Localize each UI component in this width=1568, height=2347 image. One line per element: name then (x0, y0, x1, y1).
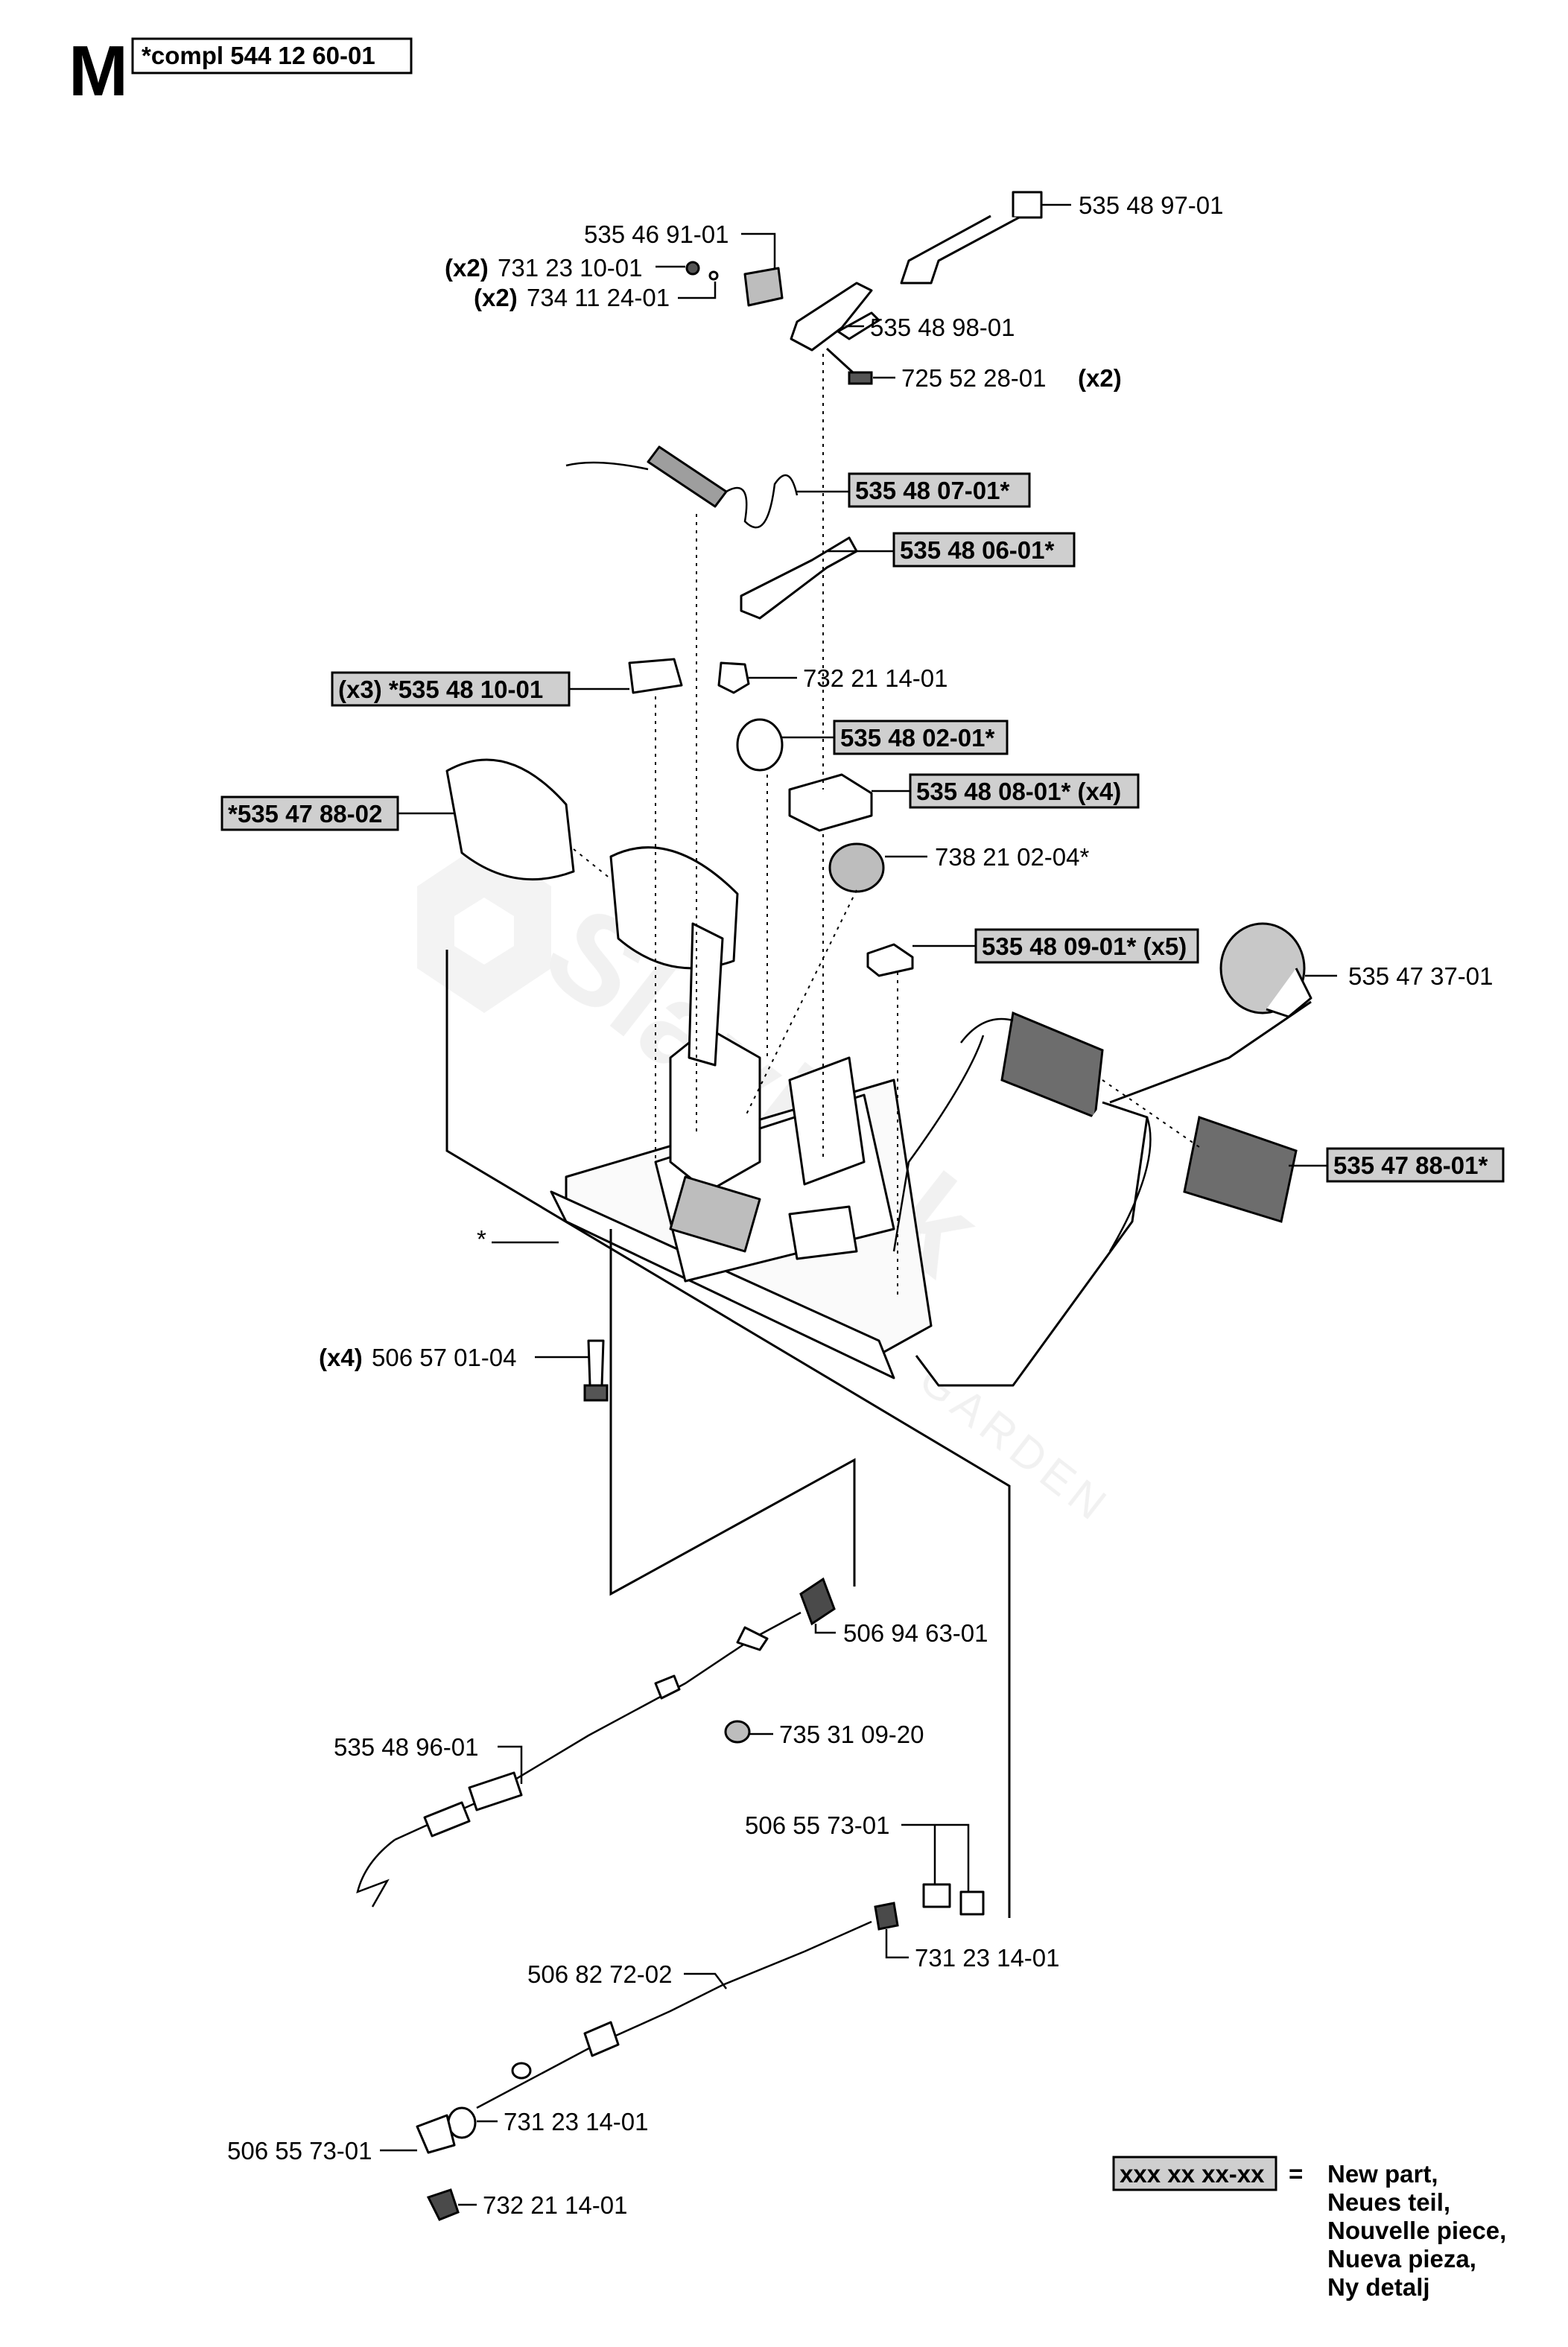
cable-throttle (356, 1577, 836, 1908)
alignment-line-7 (573, 848, 612, 880)
callout-new-part: 535 48 09-01* (x5) (912, 928, 1199, 964)
callout: * (477, 1225, 559, 1253)
callout: 506 94 63-01 (814, 1619, 988, 1647)
callout: 731 23 14-01 (885, 1929, 1060, 1972)
legend-line: Ny detalj (1327, 2273, 1430, 2301)
svg-text:535 48 02-01*: 535 48 02-01* (840, 724, 995, 752)
callout: 535 46 91-01 (584, 220, 776, 268)
assembly-ref-box (131, 37, 413, 74)
assembly-ref: *compl 544 12 60-01 (142, 42, 375, 69)
svg-text:506 82 72-02: 506 82 72-02 (527, 1960, 673, 1988)
callout-new-part: 535 47 88-01* (1289, 1147, 1505, 1183)
callout: 535 48 96-01 (334, 1733, 523, 1784)
svg-text:535 48 07-01*: 535 48 07-01* (855, 477, 1010, 504)
svg-text:*: * (477, 1225, 486, 1253)
knob-part (1219, 922, 1313, 1018)
callout: 725 52 28-01 (x2) (873, 364, 1122, 392)
callout: 732 21 14-01 (458, 2191, 628, 2219)
svg-text:535 46 91-01: 535 46 91-01 (584, 220, 729, 248)
svg-text:535 48 98-01: 535 48 98-01 (870, 314, 1015, 341)
switch-assembly (685, 191, 1043, 385)
watermark-logo-icon (417, 842, 551, 1013)
bolt-part (583, 1339, 609, 1402)
svg-text:*535 47 88-02: *535 47 88-02 (228, 800, 382, 828)
callout-new-part: 535 48 07-01* (797, 472, 1031, 508)
svg-text:734 11 24-01: 734 11 24-01 (527, 284, 670, 311)
callout: 535 47 37-01 (1305, 962, 1494, 990)
callout: 732 21 14-01 (749, 664, 948, 692)
callout: (x2) 734 11 24-01 (474, 282, 717, 311)
pedal-pad-upper (1000, 1011, 1104, 1119)
callout-new-part: 535 48 02-01* (782, 720, 1009, 755)
svg-text:506 94 63-01: 506 94 63-01 (843, 1619, 988, 1647)
svg-text:535 47 37-01: 535 47 37-01 (1348, 962, 1494, 990)
clamp-part (788, 773, 873, 832)
spring-part (565, 445, 799, 529)
section-letter: M (69, 31, 128, 111)
callout: 735 31 09-20 (749, 1721, 924, 1748)
bearing-part (828, 842, 885, 893)
bushing-part (736, 718, 784, 772)
cable-brake (416, 1883, 985, 2221)
svg-text:731 23 10-01: 731 23 10-01 (498, 254, 643, 282)
svg-text:731 23 14-01: 731 23 14-01 (504, 2108, 649, 2135)
callout-new-part: 535 48 08-01* (x4) (872, 773, 1140, 809)
callout: (x4) 506 57 01-04 (319, 1344, 588, 1371)
legend-line: Nouvelle piece, (1327, 2217, 1506, 2244)
clip-part (866, 943, 914, 977)
exploded-frame-mid (609, 1229, 856, 1596)
svg-text:535 48 08-01* (x4): 535 48 08-01* (x4) (916, 778, 1121, 805)
exploded-frame-right (1109, 1000, 1312, 1104)
callout: (x2) 731 23 10-01 (445, 254, 685, 282)
svg-text:535 48 97-01: 535 48 97-01 (1079, 191, 1224, 219)
legend: xxx xx xx-xx = New part, Neues teil, Nou… (1112, 2156, 1506, 2301)
svg-text:731 23 14-01: 731 23 14-01 (915, 1944, 1060, 1972)
pedal-frame (550, 922, 1152, 1387)
legend-line: New part, (1327, 2160, 1438, 2188)
callout: 506 55 73-01 (745, 1811, 970, 1892)
nut-part (717, 661, 750, 694)
svg-text:535 48 06-01*: 535 48 06-01* (900, 536, 1055, 564)
callout-new-part: 535 48 06-01* (827, 532, 1076, 568)
svg-text:735 31 09-20: 735 31 09-20 (779, 1721, 924, 1748)
svg-text:732 21 14-01: 732 21 14-01 (483, 2191, 628, 2219)
legend-sample-box (1112, 2156, 1277, 2191)
svg-text:506 55 73-01: 506 55 73-01 (227, 2137, 372, 2165)
svg-text:738 21 02-04*: 738 21 02-04* (935, 843, 1090, 871)
callout: 535 48 97-01 (1041, 191, 1224, 219)
callout: 731 23 14-01 (477, 2108, 649, 2135)
legend-line: Neues teil, (1327, 2188, 1450, 2216)
alignment-line-8 (1102, 1079, 1200, 1148)
bracket-plate (740, 536, 858, 620)
pedal-pad-lower (1183, 1116, 1298, 1223)
svg-text:(x2): (x2) (445, 254, 489, 282)
svg-text:535 48 09-01* (x5): 535 48 09-01* (x5) (982, 933, 1187, 960)
svg-text:535 47 88-01*: 535 47 88-01* (1333, 1152, 1488, 1179)
svg-text:506 57 01-04: 506 57 01-04 (372, 1344, 517, 1371)
callout: 738 21 02-04* (885, 843, 1090, 871)
svg-text:(x2): (x2) (474, 284, 518, 311)
callout-new-part: *535 47 88-02 (220, 795, 454, 831)
alignment-line-9 (744, 889, 857, 1118)
svg-text:725 52 28-01: 725 52 28-01 (901, 364, 1047, 392)
callout-new-part: (x3) *535 48 10-01 (331, 671, 629, 707)
svg-text:(x2): (x2) (1078, 364, 1122, 392)
exploded-frame-left (445, 950, 1011, 1918)
callout: 506 82 72-02 (527, 1960, 727, 1989)
svg-text:(x4): (x4) (319, 1344, 363, 1371)
svg-text:506 55 73-01: 506 55 73-01 (745, 1811, 890, 1839)
svg-text:732 21 14-01: 732 21 14-01 (803, 664, 948, 692)
pedal-cover-left (445, 758, 575, 881)
callout: 506 55 73-01 (227, 2137, 417, 2165)
legend-equals: = (1289, 2160, 1303, 2188)
callout: 535 48 98-01 (845, 314, 1015, 341)
spacer-part (628, 658, 683, 694)
svg-text:535 48 96-01: 535 48 96-01 (334, 1733, 479, 1761)
legend-sample: xxx xx xx-xx (1120, 2160, 1265, 2188)
svg-text:(x3) *535 48 10-01: (x3) *535 48 10-01 (338, 676, 543, 703)
legend-line: Nueva pieza, (1327, 2245, 1476, 2273)
